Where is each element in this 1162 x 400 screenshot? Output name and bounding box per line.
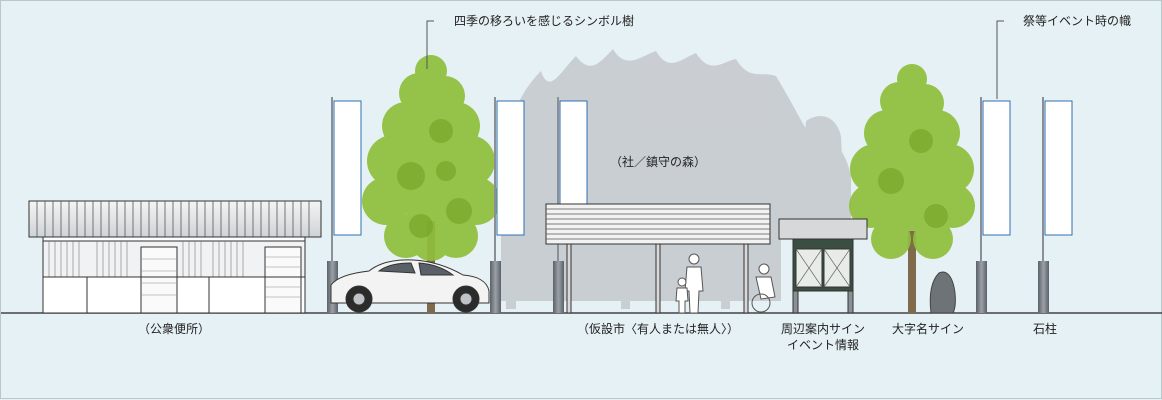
label-stone-pillar: 石柱 <box>1032 322 1058 336</box>
stone-marker <box>929 271 956 314</box>
label-area-sign-line1: 周辺案内サイン <box>780 322 866 336</box>
symbol-tree-right <box>849 64 975 313</box>
flag-pole <box>976 97 1011 313</box>
car <box>330 259 490 313</box>
callout-festival-flags: 祭等イベント時の幟 <box>1023 14 1132 28</box>
temporary-market-canopy <box>545 203 771 314</box>
label-temporary-market: （仮設市〈有人または無人〉） <box>576 322 740 336</box>
label-shrine-forest: （社／鎮守の森） <box>609 155 707 169</box>
people-figures <box>675 253 776 314</box>
label-area-sign-line2: イベント情報 <box>786 338 860 352</box>
callout-symbol-tree: 四季の移ろいを感じるシンボル樹 <box>454 14 635 28</box>
callout-leaders <box>426 20 1004 99</box>
label-public-toilet: （公衆便所） <box>137 322 211 336</box>
area-guide-sign-board <box>778 218 868 314</box>
label-district-sign: 大字名サイン <box>891 322 965 336</box>
public-toilet-building <box>28 200 322 314</box>
flag-pole <box>1038 97 1073 313</box>
flag-pole <box>490 97 525 313</box>
